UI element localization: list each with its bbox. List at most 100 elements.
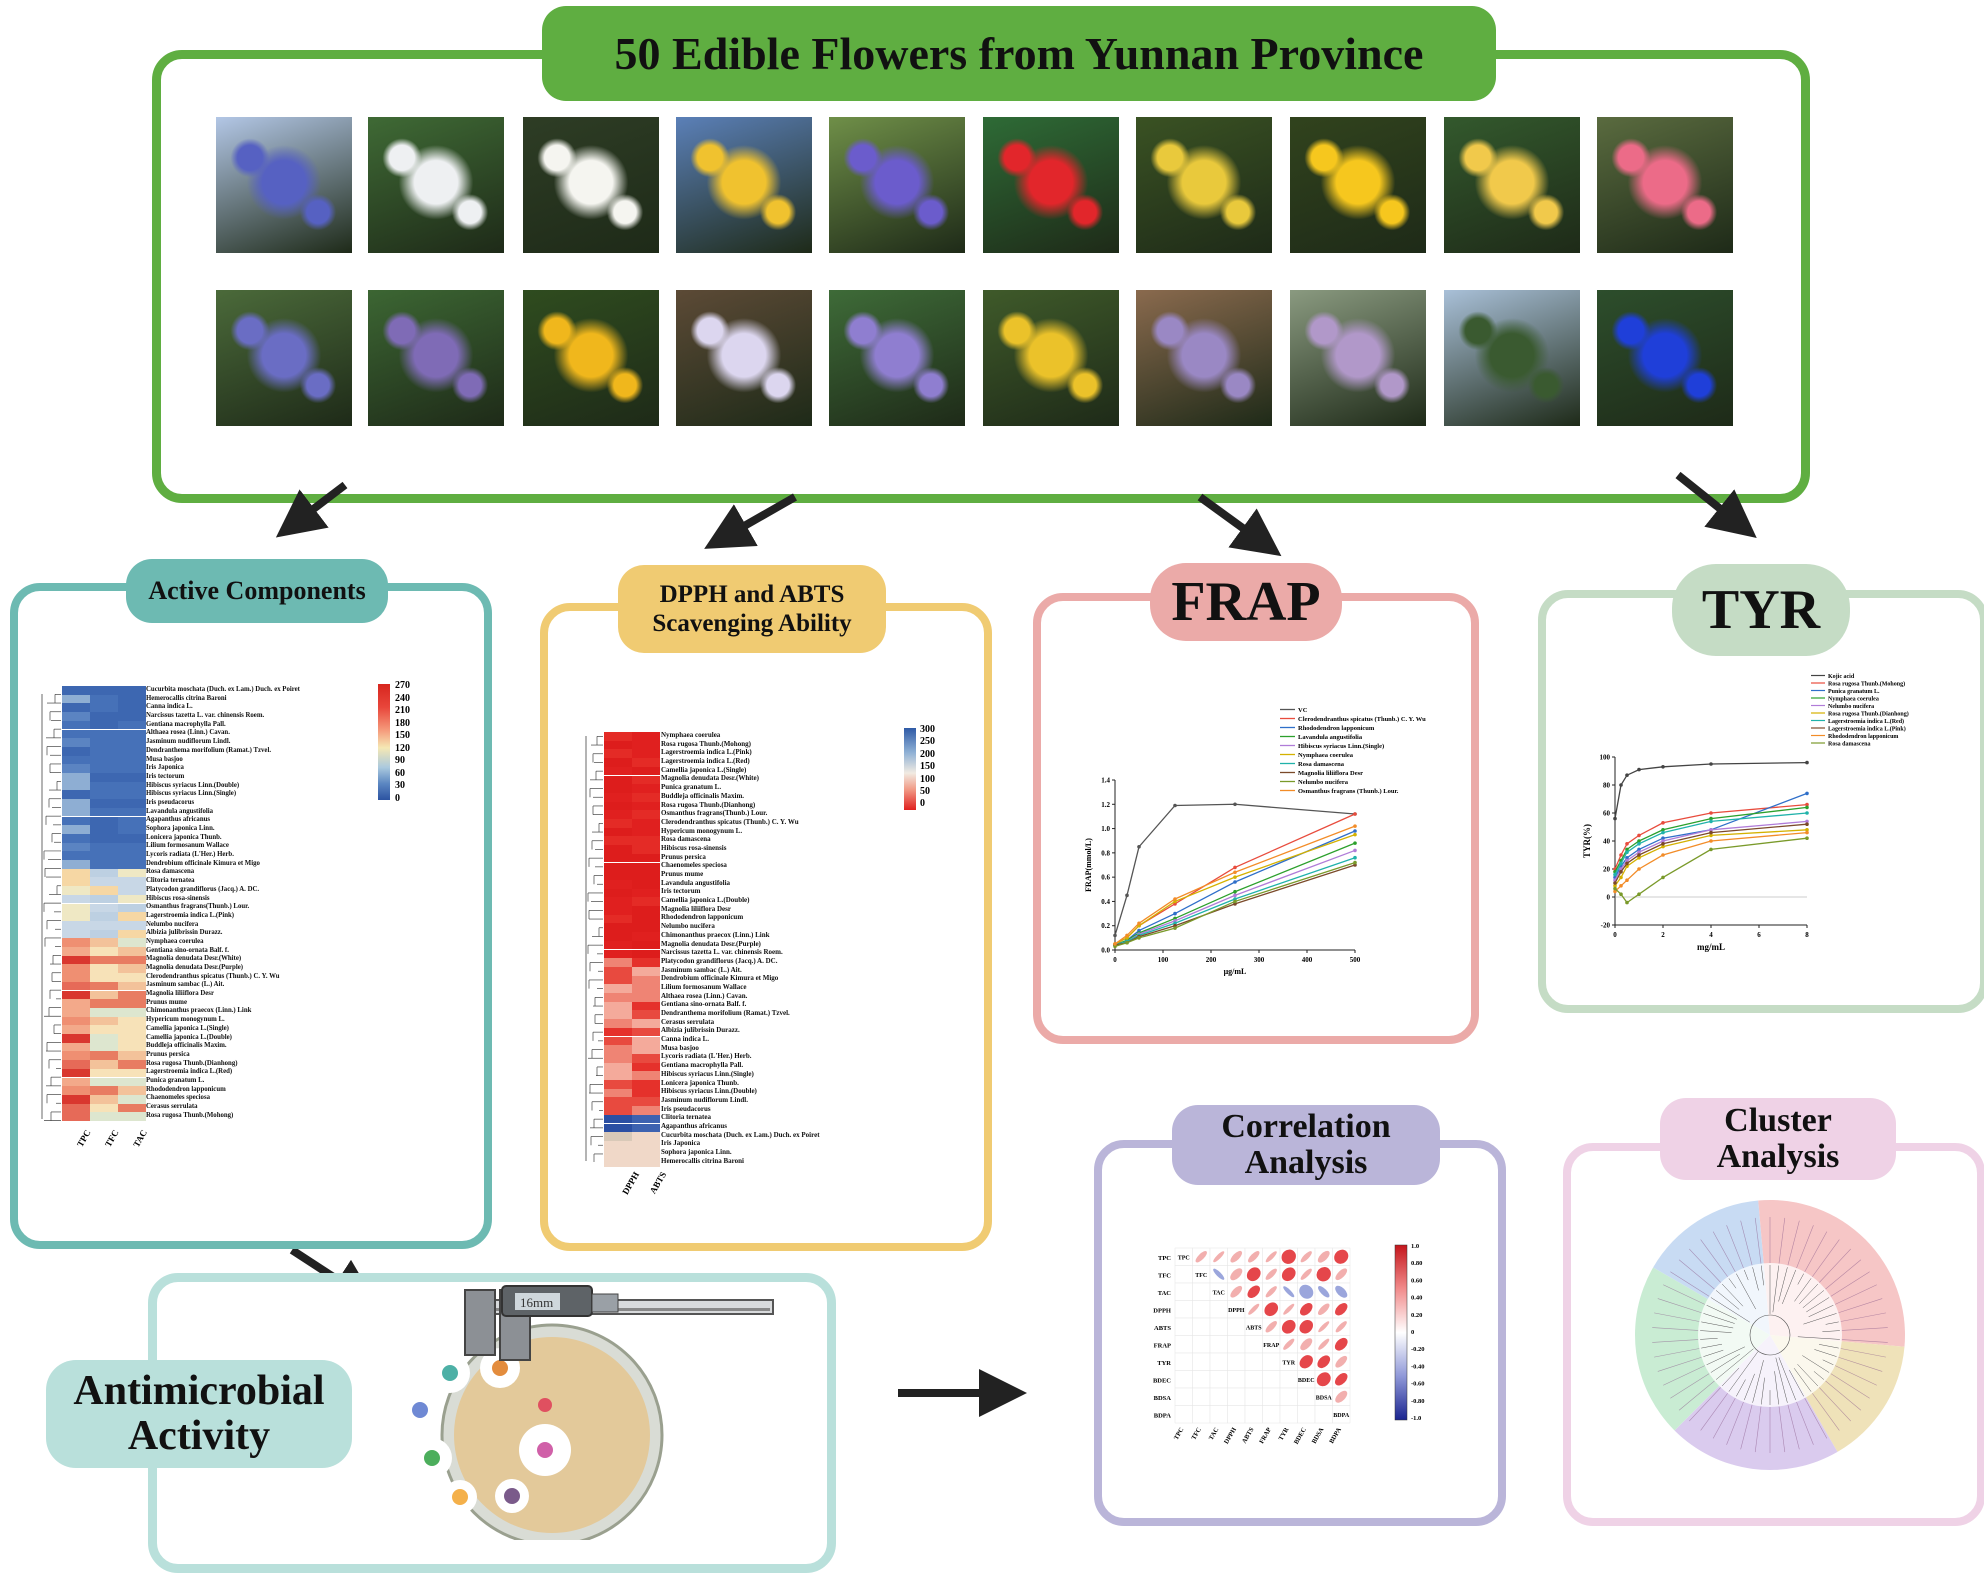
cluster-branch [1797,1364,1819,1387]
heatmap-cell [118,1068,146,1078]
corr-color-scale [1394,1244,1408,1421]
species-label: Platycodon grandiflorus (Jacq.) A. DC. [146,885,260,893]
heatmap-cell [604,1123,632,1133]
corr-cell [1227,1370,1246,1389]
frap-legend-label: Clerodendranthus spicatus (Thunb.) C. Y.… [1298,716,1426,723]
corr-col-label: BDSA [1311,1426,1326,1445]
frap-legend-label: Nelumbo nucifera [1298,779,1349,786]
species-label: Lagerstroemia indica L.(Pink) [146,911,235,919]
frap-point [1353,812,1357,816]
corr-cell [1209,1387,1228,1406]
corr-row-label: TYR [1157,1360,1171,1367]
heatmap-cell [62,1077,90,1087]
heatmap-cell [632,1045,660,1054]
heatmap-cell [90,842,118,852]
heatmap-cell [62,1025,90,1034]
tyr-point [1625,847,1629,852]
heatmap-cell [118,886,146,895]
corr-row-label: DPPH [1153,1307,1171,1314]
cluster-leaf-label [1825,1380,1862,1411]
tyr-point [1661,842,1665,846]
frap-y-tick-label: 0.2 [1101,922,1110,930]
species-label: Hibiscus rosa-sinensis [661,843,727,852]
frap-y-tick-label: 0.0 [1101,947,1110,955]
scale-tick-label: 90 [395,755,405,766]
heatmap-cell [62,886,90,895]
corr-cell [1262,1370,1281,1389]
tyr-point [1637,867,1641,871]
corr-scale-label: -0.20 [1411,1346,1425,1353]
heatmap-cell [118,686,146,695]
heatmap-cell [62,877,90,887]
corr-ellipse [1316,1372,1331,1387]
heatmap-cell [604,1158,632,1167]
frap-point [1137,844,1141,849]
heatmap-cell [90,764,118,773]
corr-cell [1192,1370,1211,1389]
species-label: Iris pseudacorus [146,798,195,806]
corr-cell [1227,1317,1246,1336]
flower-photo [216,117,352,253]
cluster-leaf-label [1689,1248,1721,1283]
heatmap-cell [632,1149,660,1159]
heatmap-cell [90,938,118,947]
corr-diag-label: TYR [1282,1360,1295,1366]
corr-cell [1227,1405,1246,1424]
heatmap-cell [62,1007,90,1017]
corr-cell [1279,1405,1298,1424]
heatmap-cell [62,903,90,913]
frap-point [1233,865,1237,870]
heatmap-cell [604,810,632,819]
heatmap-cell [62,825,90,834]
heatmap-cell [62,860,90,869]
tyr-point [1619,884,1623,888]
species-label: Canna indica L. [661,1035,710,1044]
heatmap-cell [90,790,118,800]
dpph-abts-title: DPPH and ABTS Scavenging Ability [618,565,886,653]
scale-tick-label: 270 [395,680,410,691]
corr-cell [1174,1335,1193,1354]
tyr-legend-label: Lagerstroemia indica L.(Red) [1828,718,1904,725]
tyr-panel [1538,590,1984,1013]
tyr-point [1661,844,1665,849]
cluster-leaf-label [1830,1373,1870,1399]
tyr-point [1709,830,1713,835]
flower-photo [523,117,659,253]
heatmap-cell [118,1016,146,1026]
heatmap-cell [632,792,660,802]
species-label: Platycodon grandiflorus (Jacq.) A. DC. [661,956,778,965]
heatmap-cell [62,1051,90,1061]
cluster-leaf-label [1663,1365,1705,1386]
heatmap-cell [118,947,146,956]
species-label: Magnolia denudata Desr.(Purple) [661,939,761,948]
heatmap-cell [90,738,118,747]
heatmap-cell [604,966,632,976]
flower-photo [1136,290,1272,426]
frap-legend-label: Nymphaea coerulea [1298,752,1354,759]
heatmap-cell [118,842,146,852]
heatmap-cell [62,938,90,947]
species-label: Gentiana sino-ornata Balf. f. [661,1000,747,1009]
frap-point [1113,942,1117,946]
heatmap-cell [90,781,118,791]
active-color-scale [378,684,390,800]
species-label: Rosa rugosa Thunb.(Dianhong) [661,800,756,809]
species-label: Albizia julibrissin Durazz. [661,1026,740,1035]
corr-scale-label: -1.0 [1411,1415,1421,1422]
heatmap-cell [632,1132,660,1141]
species-label: Lonicera japonica Thunb. [146,833,222,841]
tyr-legend-label: Rhododendron lapponicum [1828,734,1898,740]
tyr-legend-label: Lagerstroemia indica L.(Pink) [1828,726,1906,733]
species-label: Hibiscus syriacus Linn.(Single) [661,1069,754,1078]
heatmap-cell [62,1112,90,1121]
corr-cell [1192,1352,1211,1371]
active-components-title: Active Components [126,559,388,623]
heatmap-cell [118,955,146,965]
species-label: Clitoria ternatea [661,1113,711,1122]
species-label: Albizia julibrissin Durazz. [146,929,223,937]
species-label: Rosa damascena [661,835,711,844]
heatmap-cell [62,773,90,782]
species-label: Hibiscus syriacus Linn.(Double) [146,781,240,789]
heatmap-cell [604,879,632,889]
species-label: Rosa rugosa Thunb.(Mohong) [661,739,751,748]
